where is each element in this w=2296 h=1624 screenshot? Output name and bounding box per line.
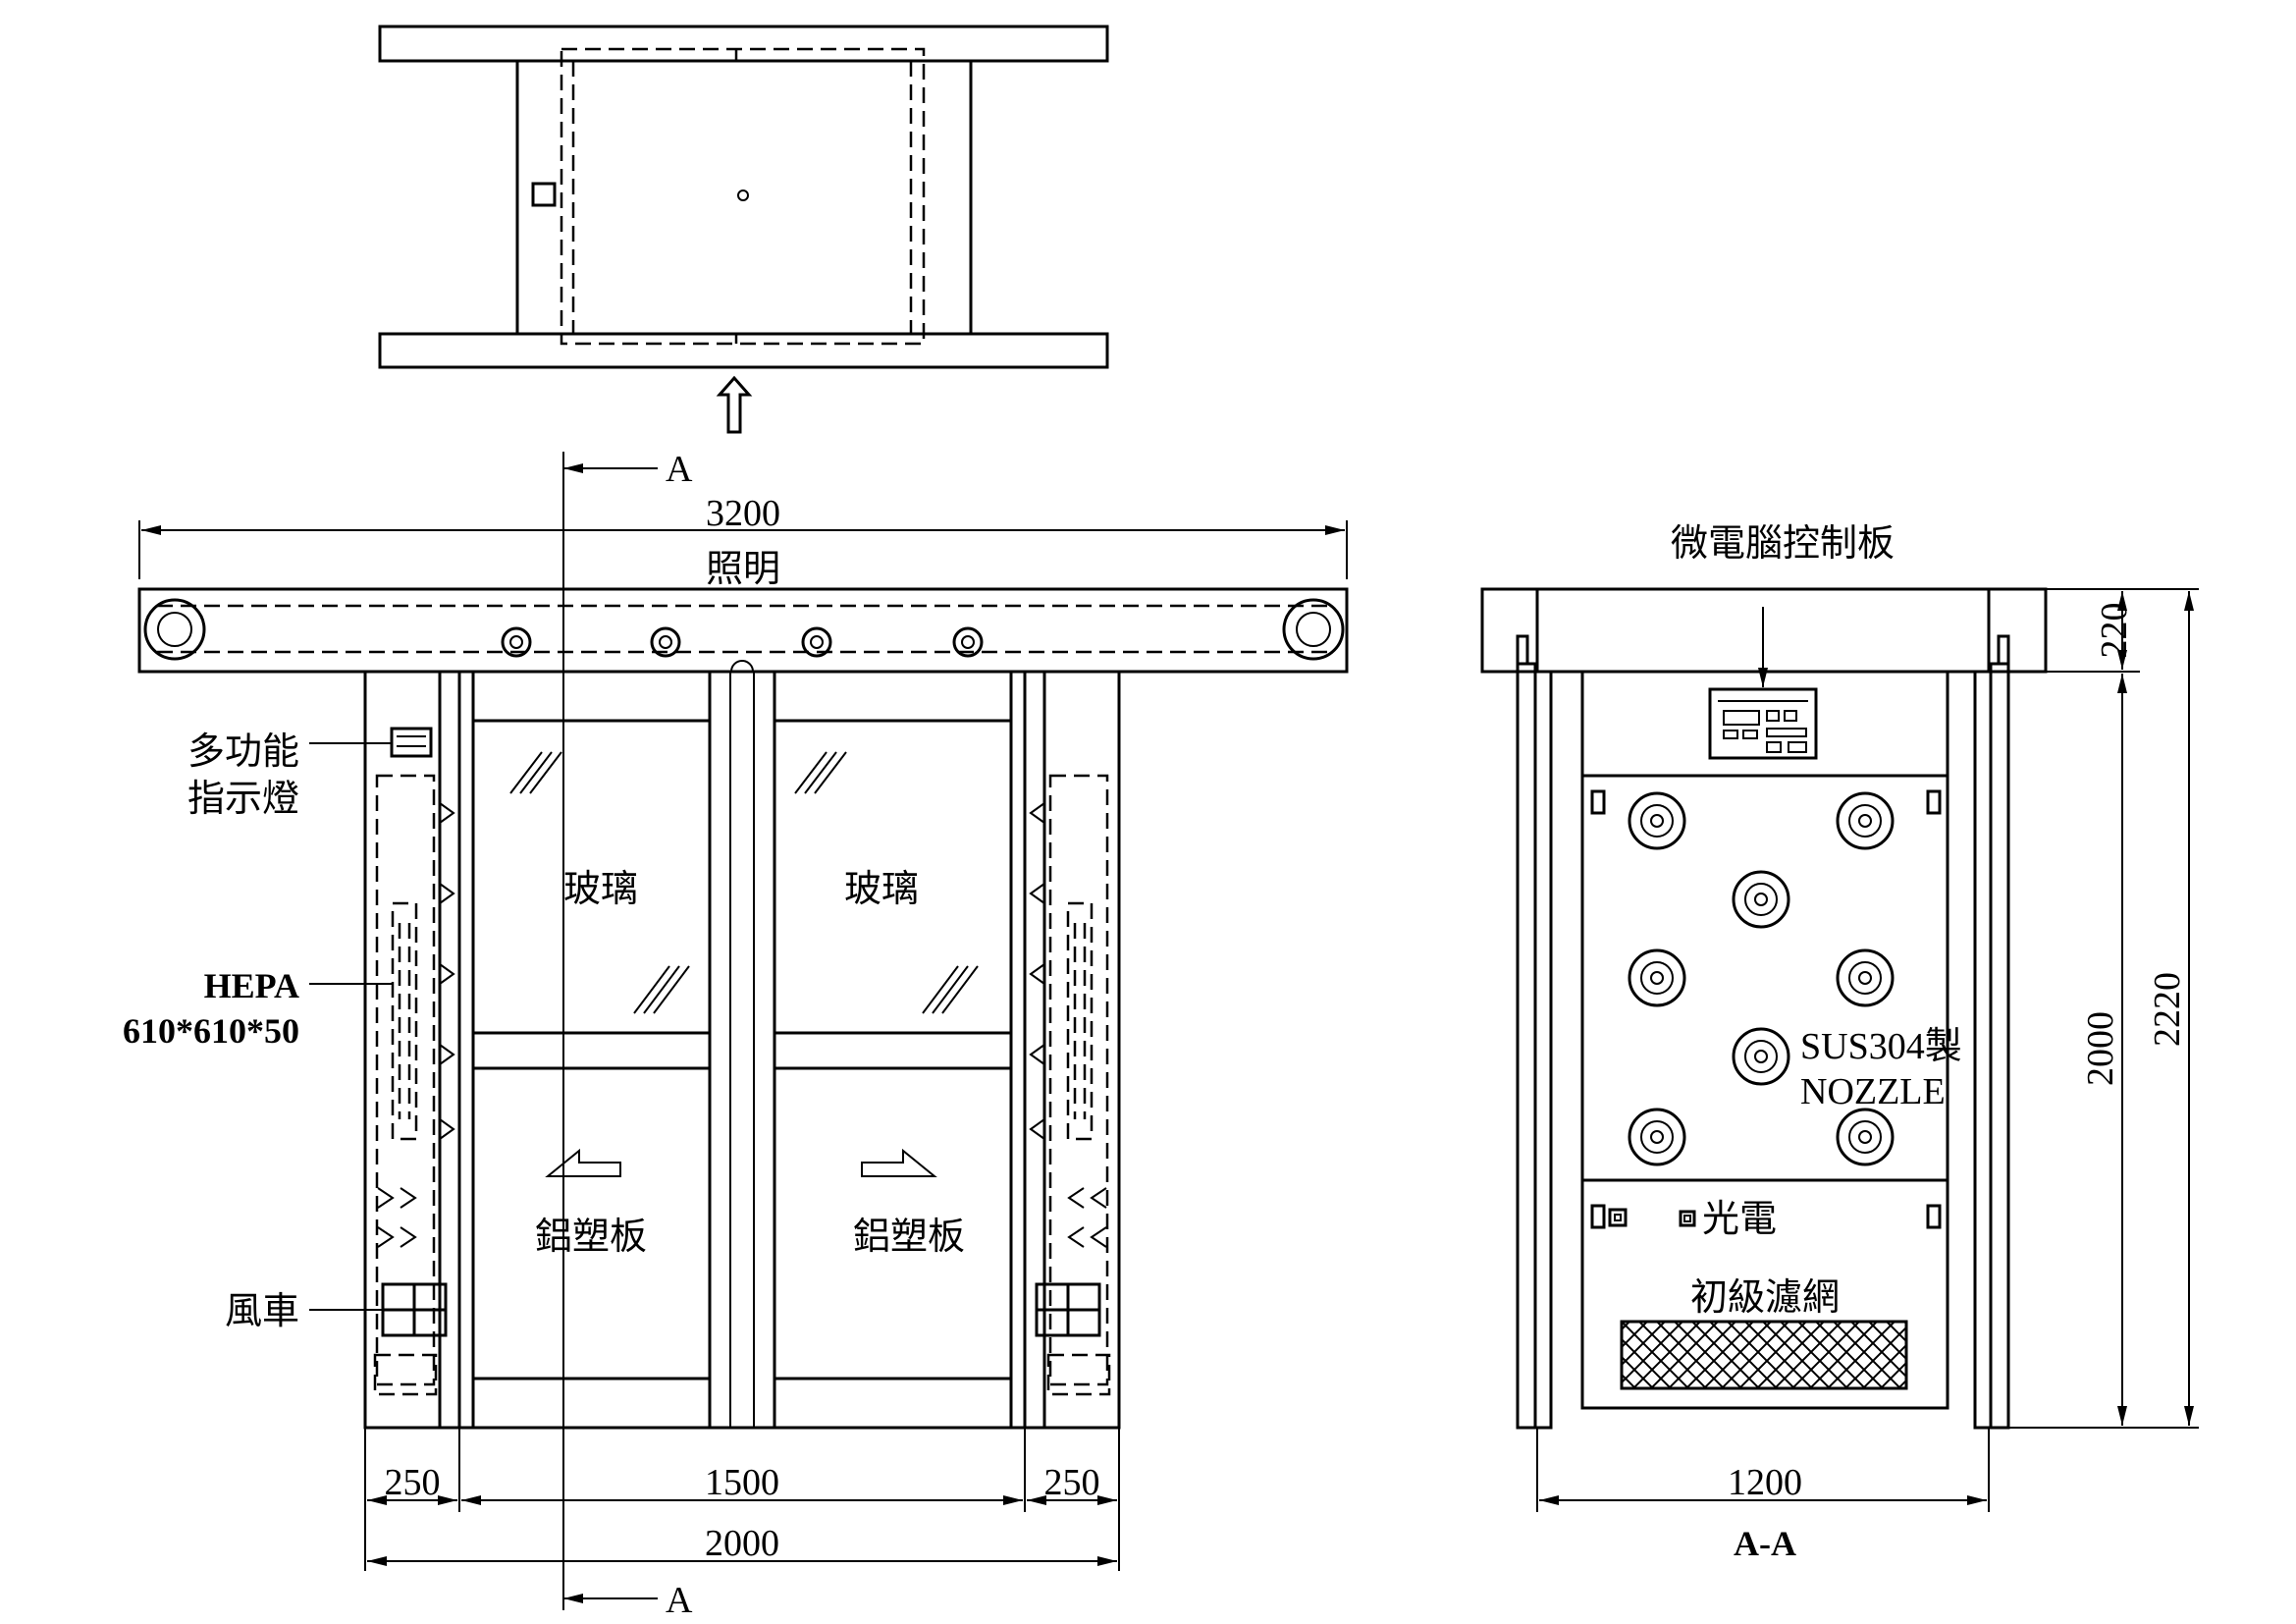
fan-icon [381, 1282, 448, 1337]
section-title: A-A [1734, 1524, 1796, 1563]
fan-label: 風車 [225, 1289, 299, 1332]
nozzle-icon [1628, 948, 1686, 1007]
sensor-label: 光電 [1702, 1197, 1777, 1240]
fan-icon [1035, 1282, 1101, 1337]
dim-total-width: 3200 [706, 493, 780, 534]
dim-inner-height: 2000 [2080, 1011, 2121, 1086]
panel-label-left: 鋁塑板 [535, 1215, 647, 1258]
sensor-icon [1679, 1210, 1696, 1227]
control-label: 微電腦控制板 [1671, 521, 1895, 565]
indicator-light-icon [390, 727, 433, 758]
indicator-label-1: 多功能 [187, 730, 299, 773]
nozzle-label-2: NOZZLE [1800, 1071, 1946, 1112]
hepa-label-2: 610*610*50 [123, 1011, 299, 1051]
sensor-dot-icon [737, 189, 749, 201]
lighting-beam [137, 587, 1349, 674]
lamp-icon [952, 626, 984, 658]
dim-side-right: 250 [1044, 1462, 1100, 1503]
indicator-label-2: 指示燈 [187, 777, 299, 820]
pre-filter-mesh [1620, 1320, 1908, 1390]
lamp-icon [801, 626, 832, 658]
nozzle-icon [1628, 1108, 1686, 1166]
nozzle-icon [1732, 870, 1790, 929]
dim-door: 1500 [705, 1462, 779, 1503]
nozzle-icon [1732, 1027, 1790, 1086]
shower-body [363, 670, 1121, 1430]
section-marker-bottom: A [666, 1580, 693, 1621]
right-arrow-icon [861, 1148, 937, 1177]
up-arrow-icon [716, 375, 753, 434]
glass-label-right: 玻璃 [844, 867, 919, 910]
nozzle-label-1: SUS304製 [1800, 1026, 1962, 1067]
lamp-icon [501, 626, 532, 658]
nozzle-icon [1836, 948, 1895, 1007]
dim-side-left: 250 [385, 1462, 441, 1503]
left-arrow-icon [545, 1148, 621, 1177]
hepa-label-1: HEPA [204, 966, 299, 1005]
dim-top: 220 [2094, 603, 2135, 659]
switch-icon [531, 182, 557, 207]
lighting-label: 照明 [706, 547, 780, 590]
top-view [378, 25, 1109, 434]
nozzle-icon [1836, 791, 1895, 850]
dim-body: 2000 [705, 1523, 779, 1564]
nozzle-icon [1836, 1108, 1895, 1166]
sensor-icon [1608, 1208, 1628, 1227]
dim-width: 1200 [1728, 1462, 1802, 1503]
nozzle-icon [1628, 791, 1686, 850]
lamp-icon [650, 626, 681, 658]
panel-label-right: 鋁塑板 [853, 1215, 965, 1258]
control-panel-icon [1708, 687, 1818, 760]
section-view [1480, 587, 2199, 1512]
filter-label: 初級濾網 [1690, 1275, 1840, 1319]
glass-label-left: 玻璃 [563, 867, 638, 910]
front-view [137, 452, 1349, 1610]
section-marker-top: A [666, 449, 693, 490]
dim-total-height: 2220 [2147, 972, 2188, 1047]
